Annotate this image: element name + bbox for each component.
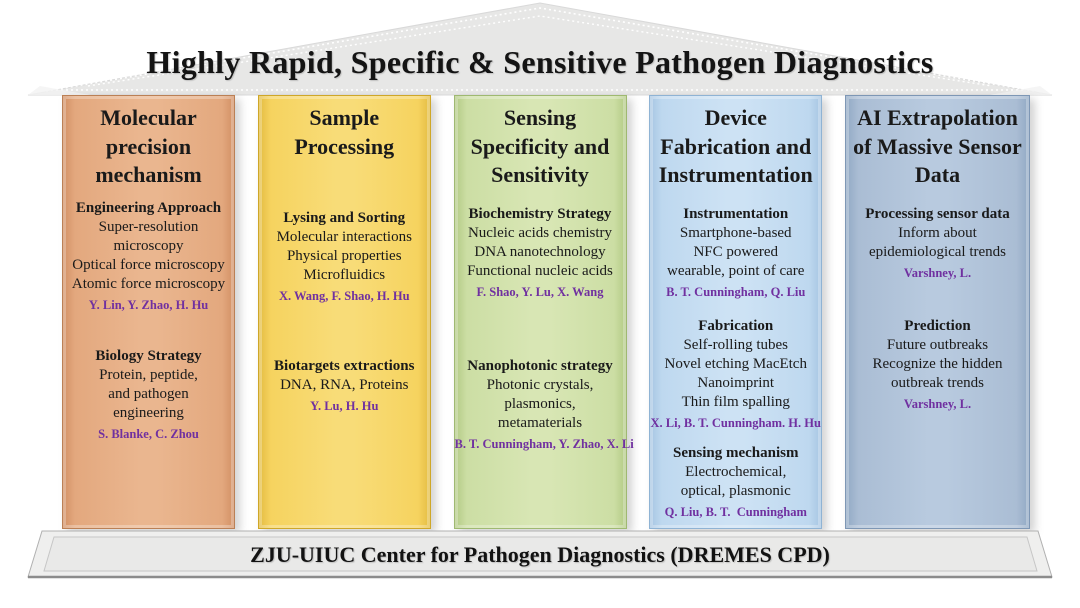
base-plinth <box>27 530 1053 579</box>
section-authors: Y. Lin, Y. Zhao, H. Hu <box>88 298 209 312</box>
section-heading: Lysing and Sorting <box>283 210 406 226</box>
section-line: Photonic crystals, <box>486 377 594 393</box>
section-prediction: Prediction Future outbreaks Recognize th… <box>846 316 1029 412</box>
section-authors: Y. Lu, H. Hu <box>310 399 379 413</box>
section-line: Inform about <box>898 225 977 241</box>
section-authors: Q. Liu, B. T. Cunningham <box>664 505 807 519</box>
pillar-molecular-precision-mechanism: Molecular precision mechanism Engineerin… <box>62 95 235 529</box>
section-authors: X. Li, B. T. Cunningham. H. Hu <box>650 416 821 430</box>
section-heading: Biology Strategy <box>95 348 202 364</box>
section-line: Nanoimprint <box>697 375 775 391</box>
section-heading: Sensing mechanism <box>673 445 799 461</box>
section-line: Atomic force microscopy <box>71 276 226 292</box>
section-fabrication: Fabrication Self-rolling tubes Novel etc… <box>650 316 821 431</box>
pillar-title: AI Extrapolation of Massive Sensor Data <box>853 105 1022 188</box>
section-line: NFC powered <box>693 244 779 260</box>
section-line: microscopy <box>113 238 184 254</box>
section-heading: Biotargets extractions <box>274 358 415 374</box>
section-authors: S. Blanke, C. Zhou <box>98 427 199 441</box>
pillar-ai-extrapolation-sensor-data: AI Extrapolation of Massive Sensor Data … <box>845 95 1030 529</box>
section-line: Physical properties <box>286 248 402 264</box>
section-line: Self-rolling tubes <box>683 337 789 353</box>
section-line: and pathogen <box>108 386 189 402</box>
section-sensing-mechanism: Sensing mechanism Electrochemical, optic… <box>650 443 821 520</box>
section-processing-sensor-data: Processing sensor data Inform about epid… <box>846 204 1029 281</box>
pillar-sample-processing: Sample Processing Lysing and Sorting Mol… <box>257 95 431 529</box>
section-line: metamaterials <box>497 415 583 431</box>
section-authors: X. Wang, F. Shao, H. Hu <box>278 289 410 303</box>
section-authors: Varshney, L. <box>903 397 972 411</box>
pediment-roof <box>27 2 1053 96</box>
section-nanophotonic-strategy: Nanophotonic strategy Photonic crystals,… <box>454 356 634 452</box>
pillar-title: Molecular precision mechanism <box>95 105 202 188</box>
section-heading: Prediction <box>904 318 971 334</box>
section-authors: B. T. Cunningham, Y. Zhao, X. Li <box>454 437 634 451</box>
section-line: Microfluidics <box>303 267 386 283</box>
section-line: plasmonics, <box>504 396 576 412</box>
section-heading: Engineering Approach <box>75 200 222 216</box>
section-line: DNA nanotechnology <box>474 244 606 260</box>
section-heading: Fabrication <box>698 318 774 334</box>
center-name-label: ZJU-UIUC Center for Pathogen Diagnostics… <box>250 542 830 567</box>
diagram-title: Highly Rapid, Specific & Sensitive Patho… <box>146 44 934 80</box>
section-line: Protein, peptide, <box>99 367 198 383</box>
pillar-sensing-specificity-sensitivity: Sensing Specificity and Sensitivity Bioc… <box>453 95 634 529</box>
section-line: Electrochemical, <box>685 464 787 480</box>
section-lysing-and-sorting: Lysing and Sorting Molecular interaction… <box>259 208 430 304</box>
section-heading: Processing sensor data <box>865 206 1010 222</box>
section-line: DNA, RNA, Proteins <box>280 377 409 393</box>
section-authors: F. Shao, Y. Lu, X. Wang <box>476 285 604 299</box>
section-line: wearable, point of care <box>667 263 805 279</box>
section-line: Thin film spalling <box>681 394 790 410</box>
section-heading: Instrumentation <box>683 206 789 222</box>
section-engineering-approach: Engineering Approach Super-resolution mi… <box>63 198 234 313</box>
section-line: Nucleic acids chemistry <box>467 225 613 241</box>
section-biochemistry-strategy: Biochemistry Strategy Nucleic acids chem… <box>455 204 626 300</box>
pillar-title: Sensing Specificity and Sensitivity <box>470 105 610 188</box>
section-line: Molecular interactions <box>276 229 412 245</box>
section-line: Recognize the hidden <box>872 356 1003 372</box>
pillar-row: Molecular precision mechanism Engineerin… <box>62 95 1030 529</box>
section-line: Future outbreaks <box>886 337 989 353</box>
section-line: Smartphone-based <box>679 225 792 241</box>
section-line: Functional nucleic acids <box>467 263 613 279</box>
section-line: Novel etching MacEtch <box>664 356 807 372</box>
section-line: optical, plasmonic <box>680 483 791 499</box>
section-line: Optical force microscopy <box>72 257 225 273</box>
section-line: Super-resolution <box>98 219 199 235</box>
section-line: engineering <box>113 405 184 421</box>
section-heading: Nanophotonic strategy <box>467 358 613 374</box>
section-instrumentation: Instrumentation Smartphone-based NFC pow… <box>650 204 821 300</box>
section-authors: Varshney, L. <box>903 266 972 280</box>
section-biology-strategy: Biology Strategy Protein, peptide, and p… <box>63 346 234 442</box>
pillar-device-fabrication-instrumentation: Device Fabrication and Instrumentation I… <box>649 95 823 529</box>
section-authors: B. T. Cunningham, Q. Liu <box>666 285 806 299</box>
section-biotargets-extractions: Biotargets extractions DNA, RNA, Protein… <box>259 356 430 414</box>
pillar-title: Sample Processing <box>294 105 395 159</box>
section-line: outbreak trends <box>891 375 984 391</box>
pillar-title: Device Fabrication and Instrumentation <box>658 105 813 188</box>
section-heading: Biochemistry Strategy <box>468 206 612 222</box>
section-line: epidemiological trends <box>868 244 1007 260</box>
